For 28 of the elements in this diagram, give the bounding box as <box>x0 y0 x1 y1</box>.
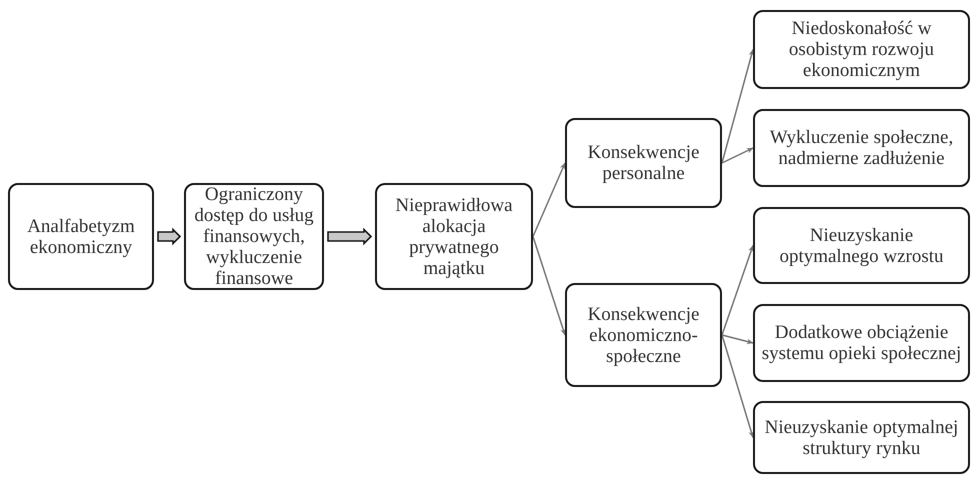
arrow <box>721 244 754 336</box>
process-box <box>375 183 533 290</box>
block-arrow <box>157 228 182 246</box>
box-label: Dodatkowe obciążenie systemu opieki społecznej <box>760 322 962 364</box>
arrow <box>722 334 754 344</box>
process-box <box>753 10 970 89</box>
process-box <box>753 401 970 474</box>
box-label: Ograniczony dostęp do usług finansowych, wykluczenie finansowe <box>193 184 315 289</box>
box-label: Konsekwencje ekonomiczno-społeczne <box>586 304 700 366</box>
box-label: Wykluczenie społeczne, nadmierne zadłużenie <box>768 127 954 169</box>
process-box <box>8 183 154 290</box>
process-box <box>753 109 970 187</box>
process-box <box>565 283 722 387</box>
arrow <box>532 236 566 336</box>
box-label: Nieprawidłowa alokacja prywatnego majątku <box>394 194 514 278</box>
process-box <box>565 118 722 208</box>
process-box <box>753 207 970 284</box>
box-label: Nieuzyskanie optymalnej struktury rynku <box>764 416 960 458</box>
process-box <box>753 304 970 382</box>
box-label: Niedoskonałość w osobistym rozwoju ekonomicznym <box>788 18 936 81</box>
box-label: Nieuzyskanie optymalnego wzrostu <box>778 224 945 266</box>
arrow <box>721 334 754 438</box>
arrow <box>722 147 754 164</box>
box-label: Analfabetyzm ekonomiczny <box>26 216 136 258</box>
arrow <box>532 162 566 237</box>
arrow <box>721 48 754 164</box>
box-label: Konsekwencje personalne <box>586 142 700 184</box>
block-arrow <box>327 228 372 246</box>
